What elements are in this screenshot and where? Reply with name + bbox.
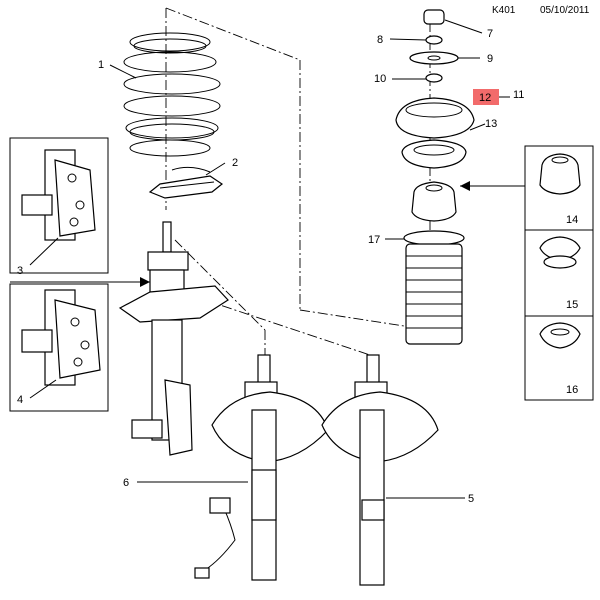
callout-13: 13: [485, 118, 497, 130]
dust-cap[interactable]: [423, 9, 445, 25]
callout-14: 14: [566, 214, 578, 226]
bracket-detail-4: [21, 289, 101, 386]
coil-spring[interactable]: [123, 32, 221, 157]
leader-lines: [10, 19, 525, 499]
strut-front-left[interactable]: [118, 221, 229, 456]
callout-6: 6: [123, 477, 129, 489]
callout-5: 5: [468, 493, 474, 505]
arrow-to-bump-stop: [460, 181, 470, 191]
bump-stop[interactable]: [411, 181, 457, 222]
spring-seat[interactable]: [148, 166, 224, 199]
arrow-to-bracket: [140, 277, 150, 287]
callout-7: 7: [487, 28, 493, 40]
callout-4: 4: [17, 394, 23, 406]
damper-left[interactable]: [194, 354, 329, 581]
callout-2: 2: [232, 157, 238, 169]
diagram-date: 05/10/2011: [540, 5, 590, 16]
washer[interactable]: [409, 51, 459, 65]
bump-stop-variant-14[interactable]: [539, 153, 581, 195]
callout-8: 8: [377, 34, 383, 46]
nut-lower[interactable]: [425, 73, 443, 83]
callout-9: 9: [487, 53, 493, 65]
bracket-detail-3: [21, 149, 96, 241]
callout-16: 16: [566, 384, 578, 396]
callout-15: 15: [566, 299, 578, 311]
highlight-marker: [473, 89, 499, 105]
dust-boot[interactable]: [403, 230, 465, 345]
detail-box-15: [524, 229, 594, 317]
callout-17: 17: [368, 234, 380, 246]
damper-right[interactable]: [321, 354, 439, 586]
callout-10: 10: [374, 73, 386, 85]
callout-12: 12: [479, 92, 491, 104]
callout-3: 3: [17, 265, 23, 277]
callout-11: 11: [513, 89, 524, 101]
nut[interactable]: [425, 35, 443, 45]
strut-bearing[interactable]: [401, 139, 467, 169]
callout-1: 1: [98, 59, 104, 71]
bump-stop-variant-16[interactable]: [539, 322, 581, 349]
top-mount[interactable]: [395, 89, 499, 139]
diagram-code: K401: [492, 5, 516, 16]
bump-stop-variant-15[interactable]: [539, 236, 581, 269]
